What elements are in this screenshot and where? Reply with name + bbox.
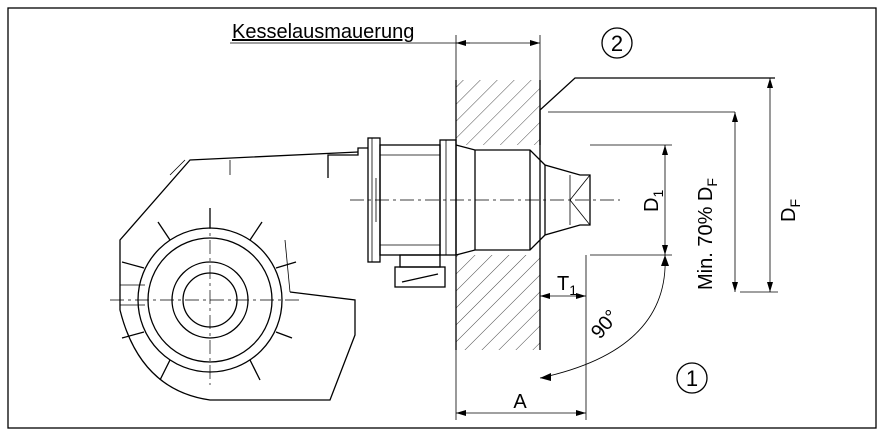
fan-housing — [119, 151, 359, 401]
lining-label: Kesselausmauerung — [232, 21, 414, 43]
marker-1-label: 1 — [686, 366, 698, 391]
marker-2-circle — [601, 27, 633, 59]
dimension-min-70-label: Min. 70% DF — [695, 178, 720, 290]
frame-border — [7, 7, 877, 429]
boiler-lining-wall — [455, 80, 541, 350]
dimension-DF-label: DF — [778, 199, 803, 222]
dimension-T1 — [540, 293, 586, 299]
dimension-A — [455, 255, 587, 420]
marker-2-label: 2 — [611, 31, 623, 56]
lining-leader — [230, 35, 541, 80]
dimension-D1 — [590, 144, 672, 256]
angle-label: 90° — [587, 306, 623, 343]
dimension-min-70 — [732, 112, 738, 292]
dimension-T1-label: T1 — [557, 273, 577, 298]
chamber-outline — [539, 77, 775, 145]
dimension-D1-label: D1 — [641, 190, 666, 212]
fan-wheel — [110, 208, 300, 385]
angle-arc — [539, 254, 666, 379]
dimension-A-label: A — [513, 391, 527, 413]
marker-1-circle — [676, 362, 708, 394]
mounting-flange — [439, 139, 457, 256]
dimension-DF — [740, 78, 778, 293]
solenoid-valve — [394, 254, 446, 288]
